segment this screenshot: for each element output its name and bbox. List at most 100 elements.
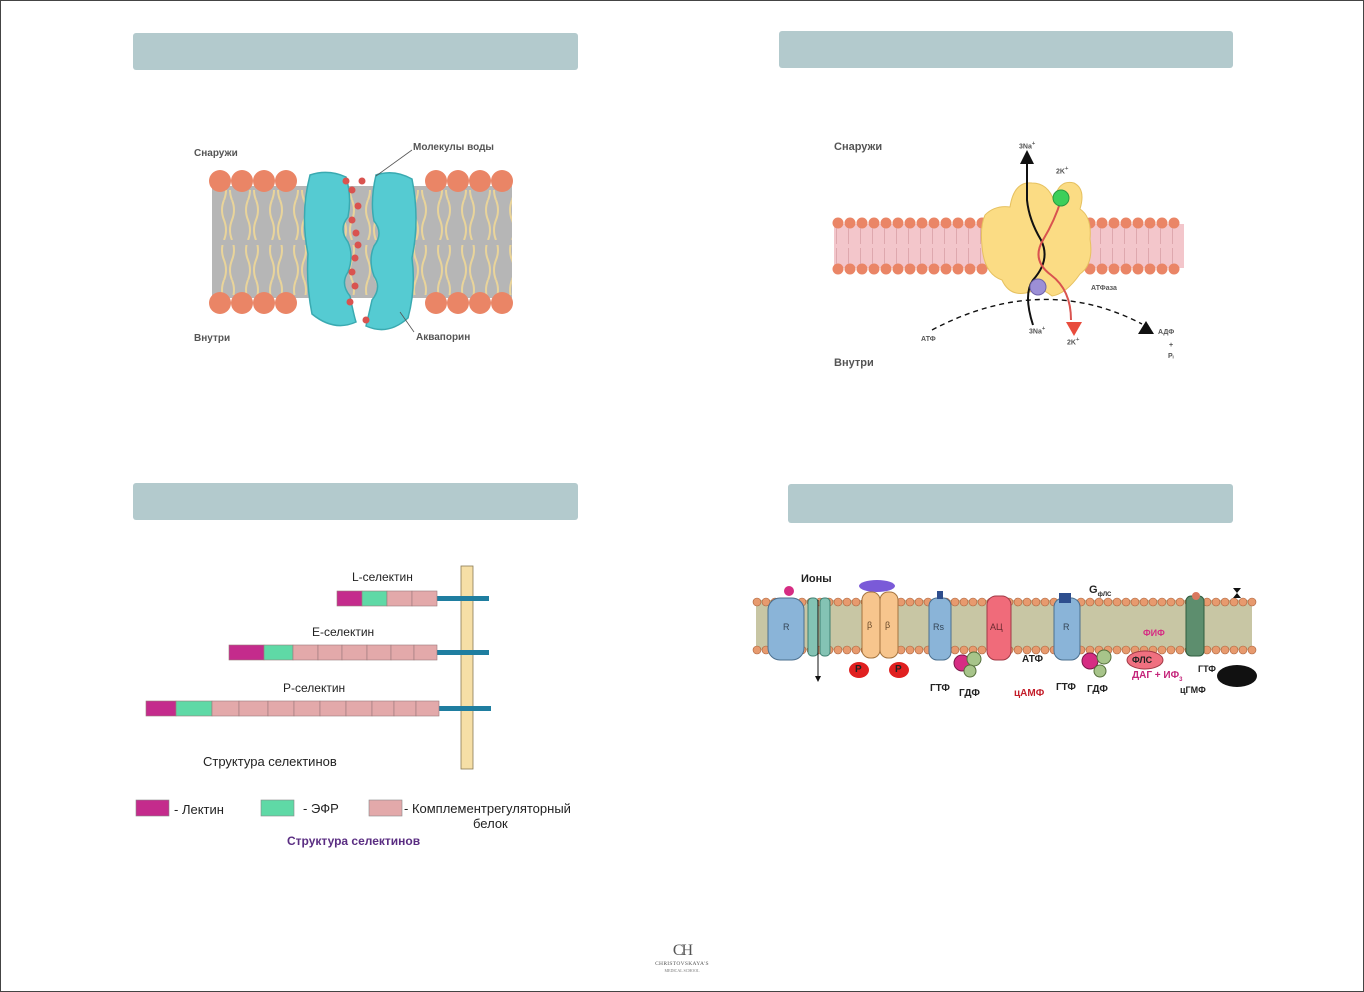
water-molecules [342, 177, 370, 324]
phospho-p2 [889, 662, 909, 678]
k-in-label: 2K+ [1067, 337, 1080, 347]
pde-dark [1217, 665, 1257, 687]
aquaporin-protein-left [303, 171, 357, 327]
aquaporin-inside-label: Внутри [194, 333, 231, 344]
r2-label: R [1063, 622, 1070, 632]
e-selectin-domain-comp [317, 644, 343, 661]
ion-channel [807, 597, 819, 657]
water-molecules-label: Молекулы воды [413, 142, 494, 153]
l-selectin-label: L-селектин [352, 570, 413, 584]
l-selectin-domain-comp [411, 590, 438, 607]
legend-lectin-swatch [135, 799, 170, 817]
membrane-signaling-diagram [752, 580, 1257, 687]
p-selectin-domain-lectin [145, 700, 177, 717]
p2-label: P [895, 664, 902, 675]
phospho-p1 [849, 662, 869, 678]
p-selectin-domain-comp [238, 700, 269, 717]
p-selectin-domain-comp [371, 700, 395, 717]
ions-label: Ионы [801, 573, 832, 585]
b2-label: β [885, 620, 891, 630]
fls-enzyme [1126, 650, 1164, 670]
r1-label: R [783, 622, 790, 632]
atpase-label: АТФаза [1091, 285, 1117, 292]
p-selectin-domain-comp [319, 700, 347, 717]
legend-egf-swatch [260, 799, 295, 817]
receptor-r1 [767, 597, 805, 661]
aquaporin-outside-label: Снаружи [194, 148, 238, 159]
e-selectin-transmembrane-tail [437, 650, 489, 655]
plus-label: + [1169, 342, 1174, 349]
p-selectin-domain-comp [393, 700, 417, 717]
selectin-footer-caption: Структура селектинов [287, 834, 421, 848]
logo-line2: MEDICAL SCHOOL [664, 968, 700, 973]
adenylate-cyclase [986, 595, 1012, 661]
ligand-pink [784, 586, 794, 596]
e-selectin-domain-comp [292, 644, 319, 661]
cell-membrane-bar [460, 565, 474, 770]
pump-inside-label: Внутри [834, 357, 874, 369]
fif-label: ФИФ [1143, 628, 1165, 638]
selectin-caption: Структура селектинов [203, 754, 337, 769]
header-bar-bottom-right [788, 484, 1233, 523]
atp-label: АТФ [921, 336, 936, 343]
k-top-label: 2K+ [1056, 166, 1069, 176]
l-selectin-domain-lectin [336, 590, 363, 607]
p-selectin-domain-comp [211, 700, 240, 717]
pump-outside-label: Снаружи [834, 141, 883, 153]
l-selectin-domain-egf [361, 590, 388, 607]
gtp2-label: ГТФ [1056, 682, 1076, 693]
gtp1-label: ГТФ [930, 683, 950, 694]
lipid-heads-bottom [209, 292, 513, 314]
e-selectin-label: E-селектин [312, 625, 375, 639]
k-ion-green [1052, 189, 1070, 207]
legend-comp-label-1: - Комплементрегуляторный [404, 801, 571, 816]
atf-label: АТФ [1022, 654, 1043, 665]
e-selectin-domain-lectin [228, 644, 265, 661]
selectin-structure-diagram [135, 565, 491, 817]
sodium-potassium-pump-diagram [832, 150, 1184, 336]
p-selectin-domain-comp [293, 700, 321, 717]
p-selectin-domain-comp [345, 700, 373, 717]
l-selectin-transmembrane-tail [437, 596, 489, 601]
ac-label: АЦ [990, 622, 1003, 632]
e-selectin-domain-comp [341, 644, 368, 661]
atpase-protein [980, 181, 1092, 297]
dag-label: ДАГ + ИФ3 [1132, 670, 1183, 683]
l-selectin-domain-comp [386, 590, 413, 607]
logo-line1: CHRISTOVSKAYA'S [655, 961, 709, 967]
gtp3-label: ГТФ [1198, 664, 1216, 674]
gdp1-label: ГДФ [959, 688, 980, 699]
lipid-heads-top [209, 170, 513, 192]
guanylate-cyclase [1185, 595, 1205, 657]
legend-comp-label-2: белок [473, 816, 508, 831]
camp-label: цАМФ [1014, 688, 1045, 699]
fls-label: ФЛС [1132, 655, 1153, 665]
logo-mark: CH [672, 942, 693, 959]
p-selectin-label: P-селектин [283, 681, 346, 695]
pi-label: Pᵢ [1168, 353, 1174, 360]
e-selectin-domain-comp [366, 644, 392, 661]
legend-comp-swatch [368, 799, 403, 817]
b1-label: β [867, 620, 873, 630]
p-selectin-domain-comp [415, 700, 440, 717]
school-logo: CH CHRISTOVSKAYA'S MEDICAL SCHOOL [640, 942, 724, 974]
e-selectin-domain-comp [390, 644, 415, 661]
adp-label: АДФ [1158, 329, 1175, 336]
aquaporin-label: Аквапорин [416, 332, 471, 343]
na-ion-purple [1029, 278, 1047, 296]
e-selectin-domain-comp [413, 644, 438, 661]
receptor-beta2 [879, 591, 899, 659]
gdp2-label: ГДФ [1087, 684, 1108, 695]
na-out-label: 3Na+ [1019, 141, 1036, 151]
header-bar-top-right [779, 31, 1233, 68]
legend-egf-label: - ЭФР [303, 801, 339, 816]
aquaporin-diagram [209, 149, 513, 333]
p1-label: P [855, 664, 862, 675]
na-in-label: 3Na+ [1029, 326, 1046, 336]
p-selectin-domain-egf [175, 700, 213, 717]
rs-label: Rs [933, 622, 944, 632]
cgmp-label: цГМФ [1180, 685, 1206, 695]
g-fls-label: GфЛС [1089, 584, 1112, 599]
legend-lectin-label: - Лектин [174, 802, 224, 817]
header-bar-top-left [133, 33, 578, 70]
